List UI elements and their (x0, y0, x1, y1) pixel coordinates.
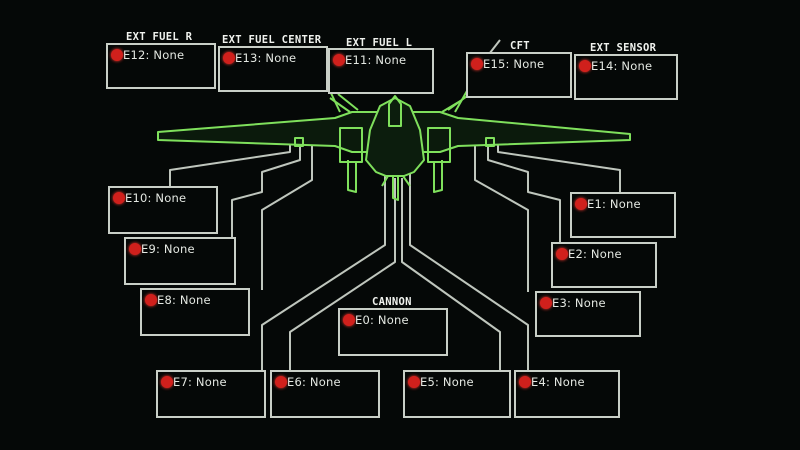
slot-label: E10: None (125, 191, 187, 205)
header-ext-fuel-center: EXT FUEL CENTER (222, 34, 322, 46)
slot-e15[interactable]: E15: None (466, 52, 572, 98)
slot-e2[interactable]: E2: None (551, 242, 657, 288)
slot-label: E6: None (287, 375, 341, 389)
slot-label: E9: None (141, 242, 195, 256)
slot-e0[interactable]: E0: None (338, 308, 448, 356)
wire-e5 (401, 178, 501, 372)
slot-label: E0: None (355, 313, 409, 327)
slot-label: E14: None (591, 59, 653, 73)
header-cft: CFT (510, 40, 530, 52)
wire-e4 (409, 172, 529, 372)
red-dot-icon (111, 49, 123, 61)
wire-e9 (231, 145, 301, 240)
slot-label: E2: None (568, 247, 622, 261)
slot-e1[interactable]: E1: None (570, 192, 676, 238)
wire-e8 (261, 146, 313, 290)
header-ext-fuel-l: EXT FUEL L (346, 37, 413, 49)
header-ext-sensor: EXT SENSOR (590, 42, 657, 54)
slot-label: E11: None (345, 53, 407, 67)
slot-label: E15: None (483, 57, 545, 71)
slot-e8[interactable]: E8: None (140, 288, 250, 336)
red-dot-icon (579, 60, 591, 72)
wire-e6 (289, 178, 396, 372)
red-dot-icon (575, 198, 587, 210)
slot-label: E8: None (157, 293, 211, 307)
slot-e14[interactable]: E14: None (574, 54, 678, 100)
header-ext-fuel-r: EXT FUEL R (126, 31, 193, 43)
red-dot-icon (540, 297, 552, 309)
slot-label: E4: None (531, 375, 585, 389)
slot-label: E12: None (123, 48, 185, 62)
slot-label: E7: None (173, 375, 227, 389)
red-dot-icon (161, 376, 173, 388)
red-dot-icon (275, 376, 287, 388)
red-dot-icon (113, 192, 125, 204)
wire-e10 (169, 140, 291, 188)
slot-e4[interactable]: E4: None (514, 370, 620, 418)
slot-e11[interactable]: E11: None (328, 48, 434, 94)
red-dot-icon (223, 52, 235, 64)
red-dot-icon (129, 243, 141, 255)
red-dot-icon (556, 248, 568, 260)
slot-e7[interactable]: E7: None (156, 370, 266, 418)
slot-label: E3: None (552, 296, 606, 310)
slot-e13[interactable]: E13: None (218, 46, 328, 92)
slot-e9[interactable]: E9: None (124, 237, 236, 285)
red-dot-icon (408, 376, 420, 388)
red-dot-icon (343, 314, 355, 326)
wire-e7 (261, 170, 386, 372)
slot-label: E1: None (587, 197, 641, 211)
wire-e3 (474, 146, 529, 292)
slot-e10[interactable]: E10: None (108, 186, 218, 234)
red-dot-icon (145, 294, 157, 306)
slot-label: E13: None (235, 51, 297, 65)
wire-e2 (487, 146, 561, 245)
wire-e1 (497, 140, 621, 192)
fighter-jet-outline-icon (157, 67, 631, 201)
red-dot-icon (333, 54, 345, 66)
slot-e6[interactable]: E6: None (270, 370, 380, 418)
slot-e3[interactable]: E3: None (535, 291, 641, 337)
header-cannon: CANNON (372, 296, 412, 308)
red-dot-icon (519, 376, 531, 388)
slot-label: E5: None (420, 375, 474, 389)
slot-e5[interactable]: E5: None (403, 370, 511, 418)
red-dot-icon (471, 58, 483, 70)
slot-e12[interactable]: E12: None (106, 43, 216, 89)
